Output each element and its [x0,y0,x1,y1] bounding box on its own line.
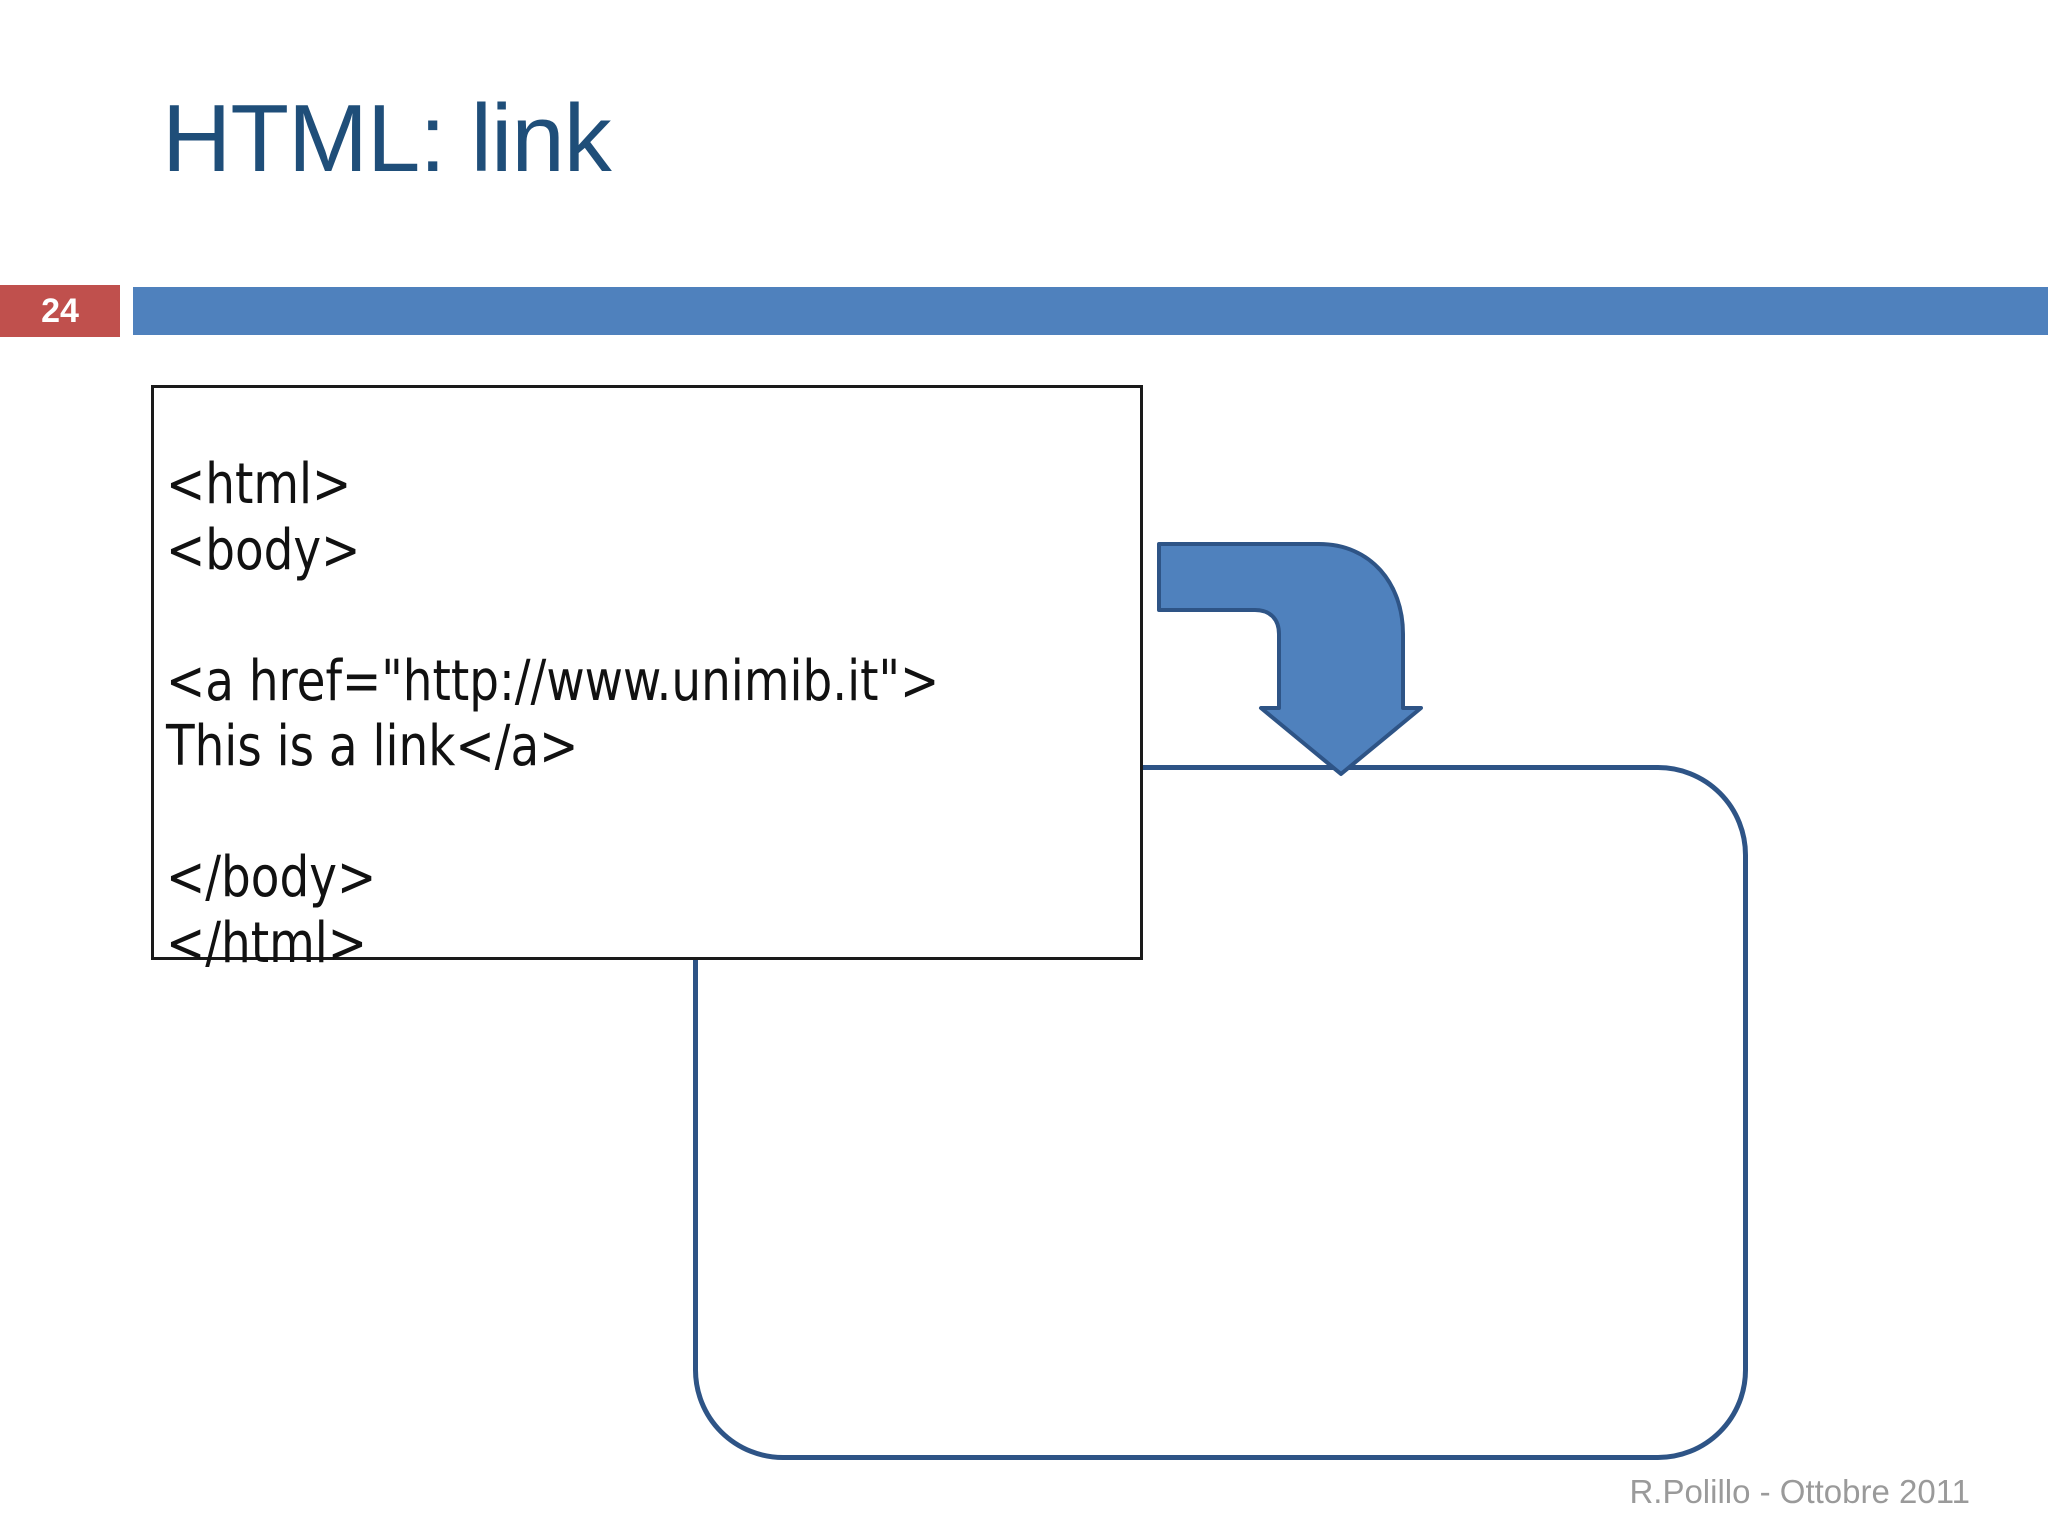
header-divider-bar [133,287,2048,335]
footer-credit: R.Polillo - Ottobre 2011 [1629,1473,1970,1510]
bent-arrow-down-icon [1155,528,1425,778]
page-number-badge: 24 [0,285,120,337]
bent-arrow-svg [1157,542,1423,776]
bent-arrow-path [1157,542,1423,776]
code-block-container: <html> <body> <a href="http://www.unimib… [151,385,1143,976]
page-title: HTML: link [162,85,612,192]
html-code-listing: <html> <body> <a href="http://www.unimib… [166,452,940,976]
